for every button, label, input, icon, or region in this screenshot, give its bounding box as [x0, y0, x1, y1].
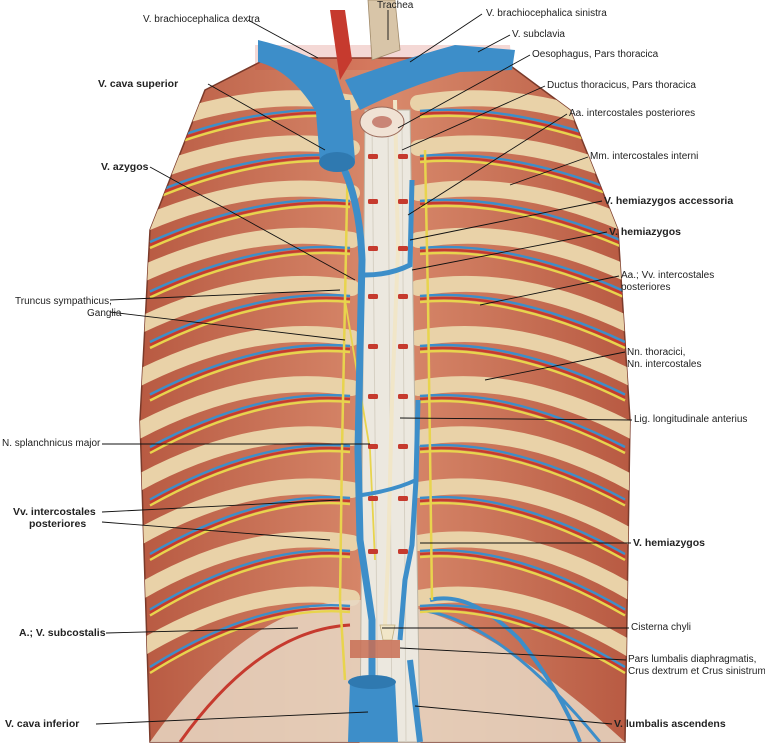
label-v-hemiazygos-lower: V. hemiazygos	[633, 537, 705, 549]
label-nn-thoracici-line2: Nn. intercostales	[627, 359, 702, 370]
label-v-brachiocephalica-dextra: V. brachiocephalica dextra	[143, 14, 260, 25]
label-vv-intercostales-line1: Vv. intercostales	[13, 506, 96, 518]
label-trachea: Trachea	[377, 0, 414, 11]
label-v-hemiazygos-accessoria: V. hemiazygos accessoria	[604, 195, 734, 207]
label-v-brachiocephalica-sinistra: V. brachiocephalica sinistra	[486, 8, 607, 19]
label-ductus-thoracicus: Ductus thoracicus, Pars thoracica	[547, 80, 696, 91]
label-lig-longitudinale-anterius: Lig. longitudinale anterius	[634, 414, 748, 425]
sympathetic-trunks	[338, 149, 434, 681]
ductus-thoracicus	[379, 99, 401, 641]
label-aa-vv-intercostales-line2: posteriores	[621, 282, 671, 293]
leader-lines	[95, 10, 633, 725]
label-n-splanchnicus-major: N. splanchnicus major	[2, 438, 101, 449]
v-azygos	[336, 158, 376, 680]
label-aa-intercostales-posteriores: Aa. intercostales posteriores	[569, 108, 696, 119]
label-a-v-subcostalis: A.; V. subcostalis	[19, 627, 106, 639]
label-v-cava-inferior: V. cava inferior	[5, 718, 80, 730]
label-aa-vv-intercostales-line1: Aa.; Vv. intercostales	[621, 270, 715, 281]
label-nn-thoracici-line1: Nn. thoracici,	[627, 347, 686, 358]
label-cisterna-chyli: Cisterna chyli	[631, 622, 692, 633]
label-truncus-sympathicus-line1: Truncus sympathicus,	[15, 296, 112, 307]
label-pars-lumbalis-line1: Pars lumbalis diaphragmatis,	[628, 654, 757, 665]
label-vv-intercostales-line2: posteriores	[29, 518, 87, 530]
v-hemiazygos	[361, 179, 421, 641]
label-v-subclavia: V. subclavia	[512, 29, 565, 40]
label-mm-intercostales-interni: Mm. intercostales interni	[590, 151, 699, 162]
aa-intercostales-segments	[368, 154, 408, 554]
label-v-hemiazygos-upper: V. hemiazygos	[609, 226, 681, 238]
great-vessels	[255, 0, 515, 172]
label-v-cava-superior: V. cava superior	[98, 78, 179, 90]
ribs	[140, 90, 630, 663]
label-v-azygos: V. azygos	[101, 161, 149, 173]
label-oesophagus: Oesophagus, Pars thoracica	[532, 49, 659, 60]
lower-vessels	[348, 640, 423, 743]
label-v-lumbalis-ascendens: V. lumbalis ascendens	[614, 718, 726, 730]
label-pars-lumbalis-line2: Crus dextrum et Crus sinistrum	[628, 666, 765, 677]
label-truncus-sympathicus-line2: Ganglia	[87, 308, 122, 319]
